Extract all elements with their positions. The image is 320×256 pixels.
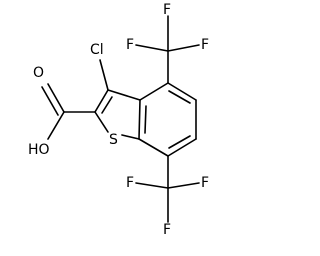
atom-label-f-bot-1: F xyxy=(163,222,171,238)
atom-label-ho: HO xyxy=(28,142,50,158)
bond-c7a-s xyxy=(121,134,140,140)
bond-c4-c5 xyxy=(167,82,197,101)
atom-label-cl: Cl xyxy=(90,42,104,58)
bond-cf3-bot-f2 xyxy=(135,182,169,189)
molecule-diagram: Cl O HO S F F F F F F xyxy=(28,2,209,238)
atom-label-s: S xyxy=(109,132,118,148)
bond-c3a-c7a xyxy=(138,99,141,140)
bond-s-c2 xyxy=(94,111,109,133)
bond-c6-c7-inner xyxy=(168,135,191,149)
atom-label-o: O xyxy=(33,65,44,81)
atom-label-f-top-2: F xyxy=(126,37,134,53)
bond-c3-c3a xyxy=(107,89,141,101)
substituent-bonds xyxy=(41,15,200,223)
atom-label-f-bot-2: F xyxy=(126,175,134,191)
bond-c-o-double-b xyxy=(41,86,59,116)
bond-c3a-c4 xyxy=(139,82,169,101)
structure-canvas: Cl O HO S F F F F F F xyxy=(28,2,209,238)
atom-label-f-bot-3: F xyxy=(201,175,209,191)
bond-c7-c7a xyxy=(138,138,169,157)
bond-c4-c5-inner xyxy=(168,90,191,104)
atom-label-f-top-1: F xyxy=(163,2,171,18)
bond-c3-cl xyxy=(99,59,109,91)
bond-c3a-c7a-inner xyxy=(144,105,147,134)
bond-cf3-top-f3 xyxy=(167,44,200,52)
atom-labels: Cl O HO S F F F F F F xyxy=(28,2,209,238)
bond-c-o-double-a xyxy=(47,83,65,113)
bond-cf3-bot-f3 xyxy=(167,182,200,189)
atom-label-f-top-3: F xyxy=(201,37,209,53)
bond-cf3-top-f2 xyxy=(135,44,169,52)
benzothiophene-bonds xyxy=(94,82,197,157)
bond-c6-c7 xyxy=(167,138,197,157)
bond-c2-c3 xyxy=(94,89,109,113)
bond-c2-c3-inner xyxy=(101,96,113,114)
bond-c-oh xyxy=(47,111,65,140)
